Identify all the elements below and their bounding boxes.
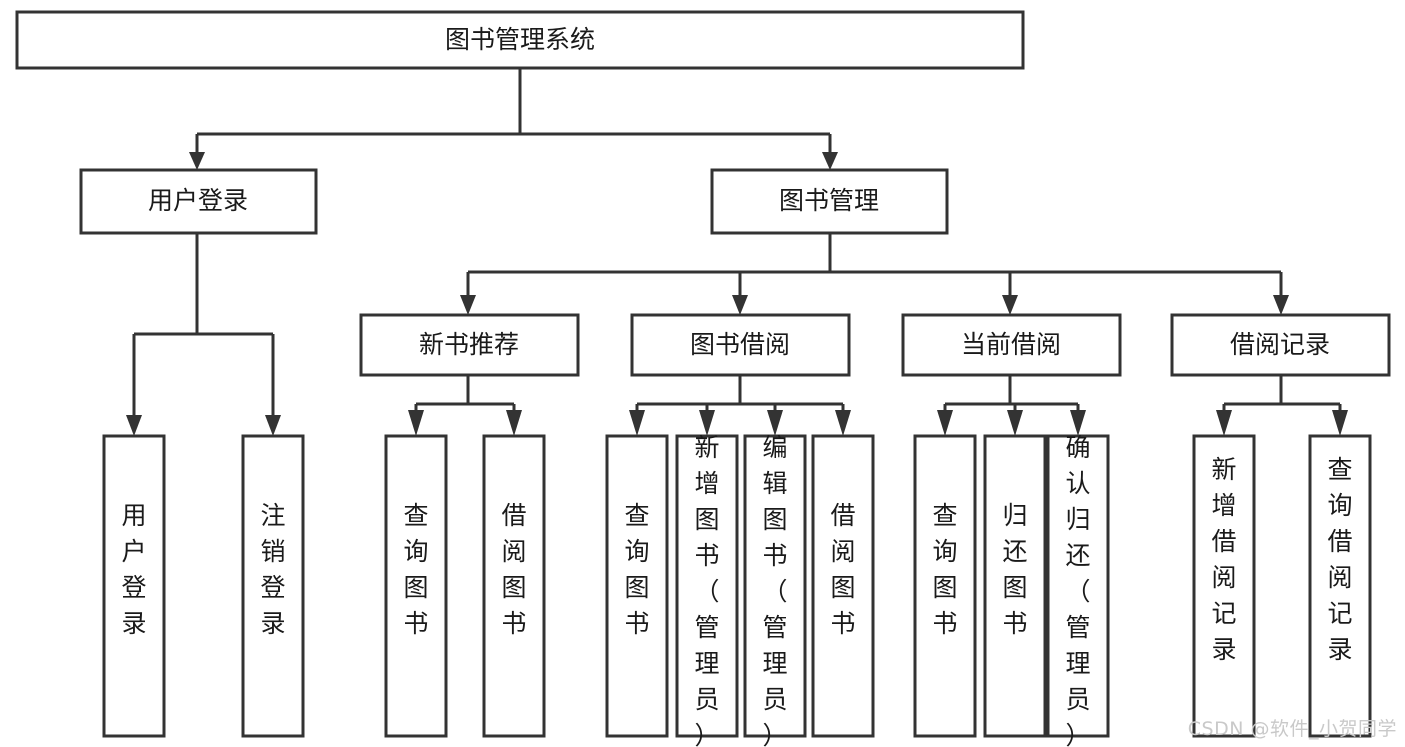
leaf-box[interactable] xyxy=(743,434,807,738)
node-root-box[interactable] xyxy=(15,10,1025,70)
node-book-borrow-label: 图书借阅 xyxy=(690,330,790,359)
leaf-user-login-0[interactable]: 用户登录 xyxy=(102,434,166,738)
leaf-book-borrow-3[interactable]: 借阅图书 xyxy=(811,434,875,738)
leaf-label: 查询图书 xyxy=(624,501,649,638)
leaf-box[interactable] xyxy=(913,434,977,738)
node-root[interactable]: 图书管理系统 xyxy=(15,10,1025,70)
arrow-userlogin-leaf-1 xyxy=(126,415,142,436)
connector-layer xyxy=(126,68,1348,436)
leaf-box[interactable] xyxy=(811,434,875,738)
leaf-borrow-record-1[interactable]: 查询借阅记录 xyxy=(1308,434,1372,738)
arrow-newbook-leaf-2 xyxy=(506,410,522,436)
arrow-bookborrow-leaf-1 xyxy=(629,410,645,436)
arrow-currentborrow-leaf-2 xyxy=(1007,410,1023,436)
node-current-borrow-box[interactable] xyxy=(901,313,1122,377)
node-book-borrow[interactable]: 图书借阅 xyxy=(630,313,851,377)
leaf-label: 查询图书 xyxy=(403,501,428,638)
node-new-book-rec[interactable]: 新书推荐 xyxy=(359,313,580,377)
leaf-label: 确认归还（管理员） xyxy=(1065,433,1090,747)
leaf-label: 借阅图书 xyxy=(501,501,526,638)
csdn-watermark: CSDN @软件_小贺同学 xyxy=(1187,718,1397,740)
leaf-current-borrow-1[interactable]: 归还图书 xyxy=(983,434,1047,738)
leaf-label: 注销登录 xyxy=(260,501,285,638)
leaf-label: 归还图书 xyxy=(1002,501,1027,638)
leaf-box[interactable] xyxy=(1308,434,1372,738)
node-user-login-box[interactable] xyxy=(79,168,318,235)
leaf-box[interactable] xyxy=(241,434,305,738)
leaf-box[interactable] xyxy=(1046,434,1110,738)
arrow-borrowrecord-leaf-2 xyxy=(1332,410,1348,436)
leaf-book-borrow-2[interactable]: 编辑图书（管理员） xyxy=(743,433,807,747)
arrow-to-book-borrow xyxy=(732,295,748,315)
leaf-box[interactable] xyxy=(675,434,739,738)
leaf-box[interactable] xyxy=(1192,434,1256,738)
arrow-root-to-user-login xyxy=(189,152,205,170)
leaf-box[interactable] xyxy=(482,434,546,738)
leaf-label: 新增借阅记录 xyxy=(1211,455,1236,664)
arrow-borrowrecord-leaf-1 xyxy=(1216,410,1232,436)
leaf-book-borrow-1[interactable]: 新增图书（管理员） xyxy=(675,433,739,747)
leaf-current-borrow-0[interactable]: 查询图书 xyxy=(913,434,977,738)
node-user-login[interactable]: 用户登录 xyxy=(79,168,318,235)
leaf-label: 查询借阅记录 xyxy=(1327,455,1352,664)
arrow-bookborrow-leaf-3 xyxy=(767,410,783,436)
arrow-to-current-borrow xyxy=(1002,295,1018,315)
arrow-to-borrow-record xyxy=(1273,295,1289,315)
arrow-to-new-book-rec xyxy=(460,295,476,315)
leaf-book-borrow-0[interactable]: 查询图书 xyxy=(605,434,669,738)
leaf-box[interactable] xyxy=(102,434,166,738)
node-book-manage[interactable]: 图书管理 xyxy=(710,168,949,235)
node-book-manage-box[interactable] xyxy=(710,168,949,235)
node-new-book-rec-label: 新书推荐 xyxy=(419,330,519,359)
leaf-label: 用户登录 xyxy=(121,501,146,638)
arrow-userlogin-leaf-2 xyxy=(265,415,281,436)
leaf-label: 编辑图书（管理员） xyxy=(762,433,787,747)
arrow-newbook-leaf-1 xyxy=(408,410,424,436)
node-book-borrow-box[interactable] xyxy=(630,313,851,377)
arrow-bookborrow-leaf-4 xyxy=(835,410,851,436)
node-current-borrow-label: 当前借阅 xyxy=(961,330,1061,359)
leaf-label: 查询图书 xyxy=(932,501,957,638)
arrow-bookborrow-leaf-2 xyxy=(699,410,715,436)
node-book-manage-label: 图书管理 xyxy=(779,186,879,215)
leaf-label: 借阅图书 xyxy=(830,501,855,638)
arrow-root-to-book-manage xyxy=(822,152,838,170)
node-borrow-record-label: 借阅记录 xyxy=(1230,330,1330,359)
node-root-label: 图书管理系统 xyxy=(445,25,595,54)
leaf-label: 新增图书（管理员） xyxy=(694,433,719,747)
node-current-borrow[interactable]: 当前借阅 xyxy=(901,313,1122,377)
arrow-currentborrow-leaf-1 xyxy=(937,410,953,436)
node-user-login-label: 用户登录 xyxy=(148,186,248,215)
leaf-new-book-rec-0[interactable]: 查询图书 xyxy=(384,434,448,738)
node-borrow-record-box[interactable] xyxy=(1170,313,1391,377)
leaf-user-login-1[interactable]: 注销登录 xyxy=(241,434,305,738)
leaf-current-borrow-2[interactable]: 确认归还（管理员） xyxy=(1046,433,1110,747)
leaf-borrow-record-0[interactable]: 新增借阅记录 xyxy=(1192,434,1256,738)
leaf-box[interactable] xyxy=(983,434,1047,738)
leaf-box[interactable] xyxy=(384,434,448,738)
node-borrow-record[interactable]: 借阅记录 xyxy=(1170,313,1391,377)
leaf-new-book-rec-1[interactable]: 借阅图书 xyxy=(482,434,546,738)
leaf-box[interactable] xyxy=(605,434,669,738)
arrow-currentborrow-leaf-3 xyxy=(1070,410,1086,436)
node-new-book-rec-box[interactable] xyxy=(359,313,580,377)
